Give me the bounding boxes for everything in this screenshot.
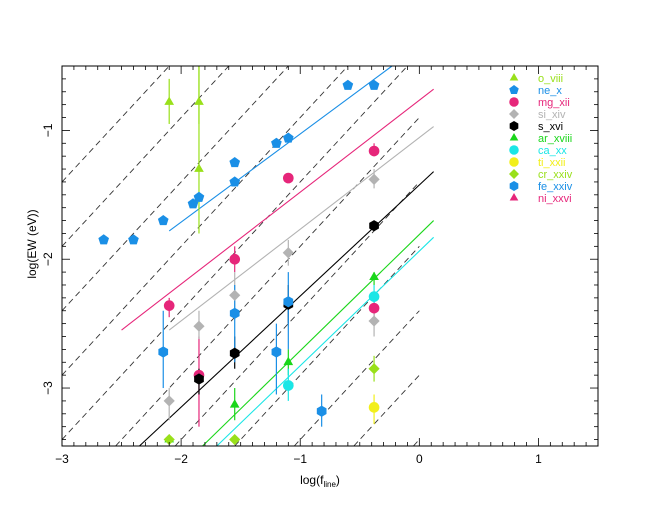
marker-mg_xii-0 [163, 300, 175, 311]
reference-lines [61, 65, 420, 447]
legend-label-ni_xxvi: ni_xxvi [538, 193, 572, 205]
marker-si_xiv-0 [163, 395, 175, 407]
marker-fe_xxiv-0 [158, 346, 169, 358]
reference-line-1 [353, 374, 420, 447]
legend-marker-s_xvi [509, 121, 519, 131]
marker-fe_xxiv-3 [283, 296, 294, 308]
fit-line-mg_xii [121, 88, 434, 331]
legend-label-o_viii: o_viii [538, 73, 563, 85]
reference-line-2 [293, 310, 420, 447]
fit-lines [121, 65, 435, 447]
legend-label-ca_xx: ca_xx [538, 145, 567, 157]
reference-line-10 [61, 65, 170, 183]
x-tick-label: −3 [55, 452, 69, 466]
marker-ne_x-8 [282, 132, 294, 143]
reference-line-0 [413, 439, 420, 447]
y-axis-label: log(EW (eV)) [25, 209, 39, 278]
marker-si_xiv-4 [368, 173, 380, 185]
legend: o_viiine_xmg_xiisi_xivs_xviar_xviiica_xx… [509, 73, 573, 205]
marker-si_xiv-1 [193, 320, 205, 332]
reference-line-9 [61, 65, 230, 247]
legend-marker-ne_x [509, 85, 519, 95]
marker-fe_xxiv-2 [271, 346, 282, 358]
y-tick-label: −3 [41, 381, 55, 395]
axis-ticks [61, 65, 599, 446]
legend-label-ti_xxii: ti_xxii [538, 157, 566, 169]
marker-ne_x-2 [157, 214, 169, 226]
marker-si_xiv-2 [229, 289, 241, 301]
fit-line-ca_xx [216, 236, 435, 447]
marker-ne_x-6 [229, 176, 241, 187]
legend-marker-fe_xxiv [509, 181, 519, 191]
x-tick-label: 0 [416, 452, 423, 466]
marker-mg_xii-3 [282, 172, 294, 184]
x-tick-label: −1 [293, 452, 307, 466]
marker-s_xvi-1 [229, 347, 240, 359]
axis-tick-labels: −3 −2 −1 0 1 −3 −2 −1 [41, 123, 542, 466]
marker-ne_x-1 [128, 234, 139, 245]
plot-frame [61, 65, 599, 447]
y-tick-label: −1 [41, 123, 55, 137]
x-tick-label: −2 [174, 452, 188, 466]
legend-marker-ar_xviii [509, 133, 519, 141]
legend-marker-si_xiv [509, 109, 519, 119]
marker-si_xiv-3 [282, 247, 294, 259]
legend-marker-ti_xxii [509, 157, 519, 167]
marker-si_xiv-5 [368, 315, 380, 327]
x-axis-label: log(fline) [300, 473, 340, 489]
fit-line-si_xiv [168, 126, 434, 331]
marker-ne_x-9 [342, 79, 354, 90]
legend-label-s_xvi: s_xvi [538, 121, 563, 133]
legend-label-mg_xii: mg_xii [538, 97, 570, 109]
marker-ne_x-10 [368, 79, 380, 90]
marker-s_xvi-3 [369, 220, 379, 232]
legend-marker-mg_xii [509, 97, 519, 107]
marker-ne_x-5 [229, 157, 241, 168]
marker-ne_x-4 [193, 191, 205, 202]
reference-line-7 [61, 65, 349, 376]
y-tick-label: −2 [41, 252, 55, 266]
fit-line-ar_xviii [202, 220, 435, 447]
legend-label-ar_xviii: ar_xviii [538, 133, 572, 145]
marker-mg_xii-1 [229, 253, 241, 265]
marker-fe_xxiv-4 [316, 405, 327, 417]
marker-ti_xxii-0 [368, 402, 380, 413]
marker-ca_xx-1 [368, 291, 380, 302]
marker-cr_xxiv-0 [163, 433, 175, 446]
reference-line-4 [174, 181, 420, 447]
marker-ne_x-0 [98, 234, 110, 245]
legend-label-si_xiv: si_xiv [538, 109, 566, 121]
marker-o_viii-0 [164, 96, 175, 105]
marker-fe_xxiv-1 [229, 307, 240, 319]
reference-line-5 [115, 117, 420, 447]
marker-mg_xii-5 [368, 302, 380, 314]
marker-o_viii-1 [194, 96, 204, 105]
x-tick-label: 1 [535, 452, 542, 466]
marker-s_xvi-0 [194, 373, 204, 385]
data-markers [98, 79, 380, 446]
legend-marker-ca_xx [509, 145, 519, 155]
legend-marker-ni_xxvi [509, 193, 519, 201]
fit-line-ne_x [168, 65, 393, 232]
marker-ca_xx-0 [282, 380, 294, 391]
legend-marker-cr_xxiv [509, 169, 519, 179]
legend-label-ne_x: ne_x [538, 85, 562, 97]
marker-o_viii-2 [194, 163, 204, 172]
marker-ar_xviii-1 [229, 399, 240, 408]
marker-ar_xviii-2 [283, 356, 294, 366]
legend-label-fe_xxiv: fe_xxiv [538, 181, 573, 193]
reference-line-8 [61, 65, 289, 312]
marker-cr_xxiv-2 [368, 363, 380, 375]
legend-marker-o_viii [509, 73, 519, 81]
marker-ne_x-7 [271, 137, 282, 148]
marker-ar_xviii-3 [369, 271, 379, 281]
legend-label-cr_xxiv: cr_xxiv [538, 169, 573, 181]
reference-line-3 [234, 246, 420, 447]
marker-mg_xii-4 [368, 145, 380, 157]
marker-cr_xxiv-1 [229, 433, 241, 446]
